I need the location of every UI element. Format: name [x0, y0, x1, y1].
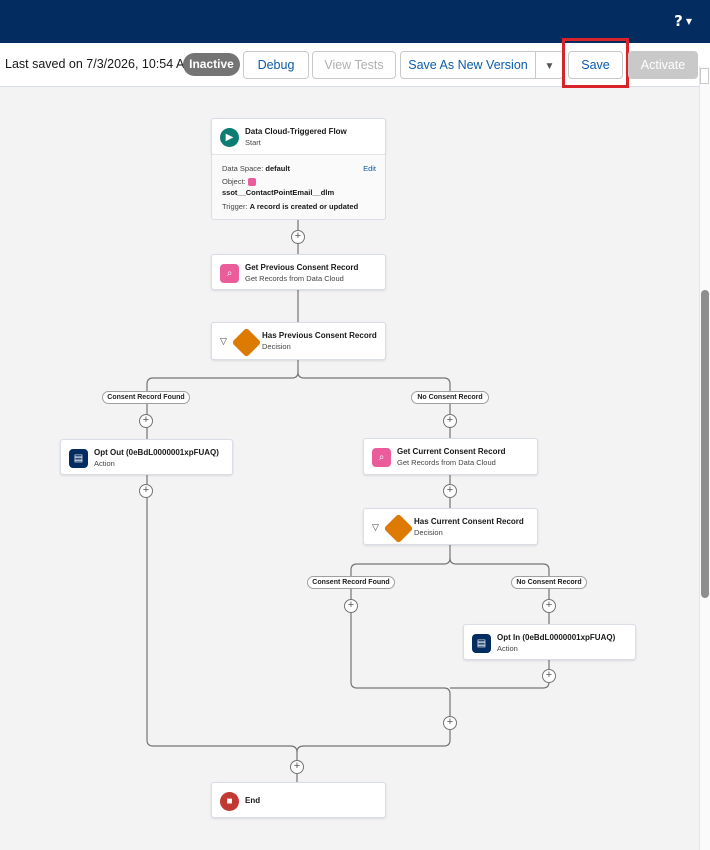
stop-icon: ■ [226, 796, 233, 807]
add-element-button[interactable]: + [290, 760, 304, 774]
trigger-value: A record is created or updated [249, 202, 359, 211]
opt-out-action-node[interactable]: ▤ Opt Out (0eBdL0000001xpFUAQ) Action [60, 439, 233, 475]
data-space-value: default [265, 164, 290, 173]
save-highlight-box [562, 38, 629, 88]
node-title: Opt In (0eBdL0000001xpFUAQ) [497, 633, 616, 642]
help-menu[interactable]: ?▼ [674, 12, 692, 30]
outcome-label[interactable]: No Consent Record [411, 391, 489, 404]
connector [296, 545, 451, 753]
connector [449, 557, 550, 626]
node-subtitle: Decision [414, 528, 443, 537]
object-icon [247, 178, 256, 187]
outcome-label[interactable]: No Consent Record [511, 576, 587, 589]
has-current-consent-decision[interactable]: ▽ Has Current Consent Record Decision [363, 508, 538, 545]
object-label: Object: [222, 177, 246, 186]
get-current-consent-node[interactable]: ⌕ Get Current Consent Record Get Records… [363, 438, 538, 475]
connector [450, 660, 550, 689]
start-details: Data Space: default Edit Object: ssot__C… [211, 154, 386, 220]
node-subtitle: Get Records from Data Cloud [245, 274, 344, 283]
save-as-new-version-button[interactable]: Save As New Version [400, 51, 536, 79]
node-subtitle: Action [497, 644, 518, 653]
add-element-button[interactable]: + [443, 484, 457, 498]
decision-icon [231, 327, 262, 358]
data-space-label: Data Space: [222, 164, 264, 173]
connector [297, 371, 451, 438]
play-icon: ▶ [225, 132, 234, 143]
outcome-label[interactable]: Consent Record Found [307, 576, 395, 589]
get-previous-consent-node[interactable]: ⌕ Get Previous Consent Record Get Record… [211, 254, 386, 290]
records-icon: ⌕ [220, 264, 239, 283]
add-element-button[interactable]: + [291, 230, 305, 244]
global-header: ?▼ [0, 0, 710, 43]
outcome-label[interactable]: Consent Record Found [102, 391, 190, 404]
clipboard-icon: ▤ [73, 453, 84, 464]
chevron-down-icon: ▼ [544, 61, 555, 72]
node-title: Get Previous Consent Record [245, 263, 359, 272]
add-element-button[interactable]: + [443, 716, 457, 730]
save-button[interactable]: Save [568, 51, 623, 79]
add-element-button[interactable]: + [542, 599, 556, 613]
node-title: Opt Out (0eBdL0000001xpFUAQ) [94, 448, 219, 457]
debug-button[interactable]: Debug [243, 51, 309, 79]
clipboard-icon: ▤ [476, 638, 487, 649]
action-icon: ▤ [472, 634, 491, 653]
object-value: ssot__ContactPointEmail__dlm [222, 188, 335, 197]
scroll-up-button[interactable] [700, 68, 709, 84]
start-node-title: Data Cloud-Triggered Flow [245, 127, 347, 136]
add-element-button[interactable]: + [139, 414, 153, 428]
connector [146, 360, 299, 440]
node-title: End [245, 796, 261, 805]
connector [146, 474, 298, 782]
start-icon: ▶ [220, 128, 239, 147]
has-previous-consent-decision[interactable]: ▽ Has Previous Consent Record Decision [211, 322, 386, 360]
node-title: Has Previous Consent Record [262, 331, 377, 340]
trigger-label: Trigger: [222, 202, 248, 211]
add-element-button[interactable]: + [443, 414, 457, 428]
help-label: ? [674, 12, 683, 30]
node-subtitle: Get Records from Data Cloud [397, 458, 496, 467]
search-icon: ⌕ [378, 452, 385, 463]
node-subtitle: Decision [262, 342, 291, 351]
start-node-subtitle: Start [245, 138, 261, 147]
action-icon: ▤ [69, 449, 88, 468]
collapse-chevron-icon[interactable]: ▽ [220, 336, 227, 346]
scrollbar-thumb[interactable] [701, 290, 709, 598]
add-element-button[interactable]: + [139, 484, 153, 498]
end-node[interactable]: ■ End [211, 782, 386, 818]
status-badge: Inactive [183, 53, 240, 76]
collapse-chevron-icon[interactable]: ▽ [372, 522, 379, 532]
add-element-button[interactable]: + [344, 599, 358, 613]
node-title: Has Current Consent Record [414, 517, 524, 526]
last-saved-text: Last saved on 7/3/2026, 10:54 AM [5, 57, 195, 71]
node-title: Get Current Consent Record [397, 447, 506, 456]
activate-button[interactable]: Activate [628, 51, 698, 79]
edit-link[interactable]: Edit [363, 164, 376, 173]
add-element-button[interactable]: + [542, 669, 556, 683]
node-subtitle: Action [94, 459, 115, 468]
decision-icon [383, 513, 414, 544]
opt-in-action-node[interactable]: ▤ Opt In (0eBdL0000001xpFUAQ) Action [463, 624, 636, 660]
start-node[interactable]: ▶ Data Cloud-Triggered Flow Start [211, 118, 386, 155]
records-icon: ⌕ [372, 448, 391, 467]
end-icon: ■ [220, 792, 239, 811]
view-tests-button[interactable]: View Tests [312, 51, 396, 79]
chevron-down-icon: ▼ [685, 17, 692, 26]
search-icon: ⌕ [226, 268, 233, 279]
